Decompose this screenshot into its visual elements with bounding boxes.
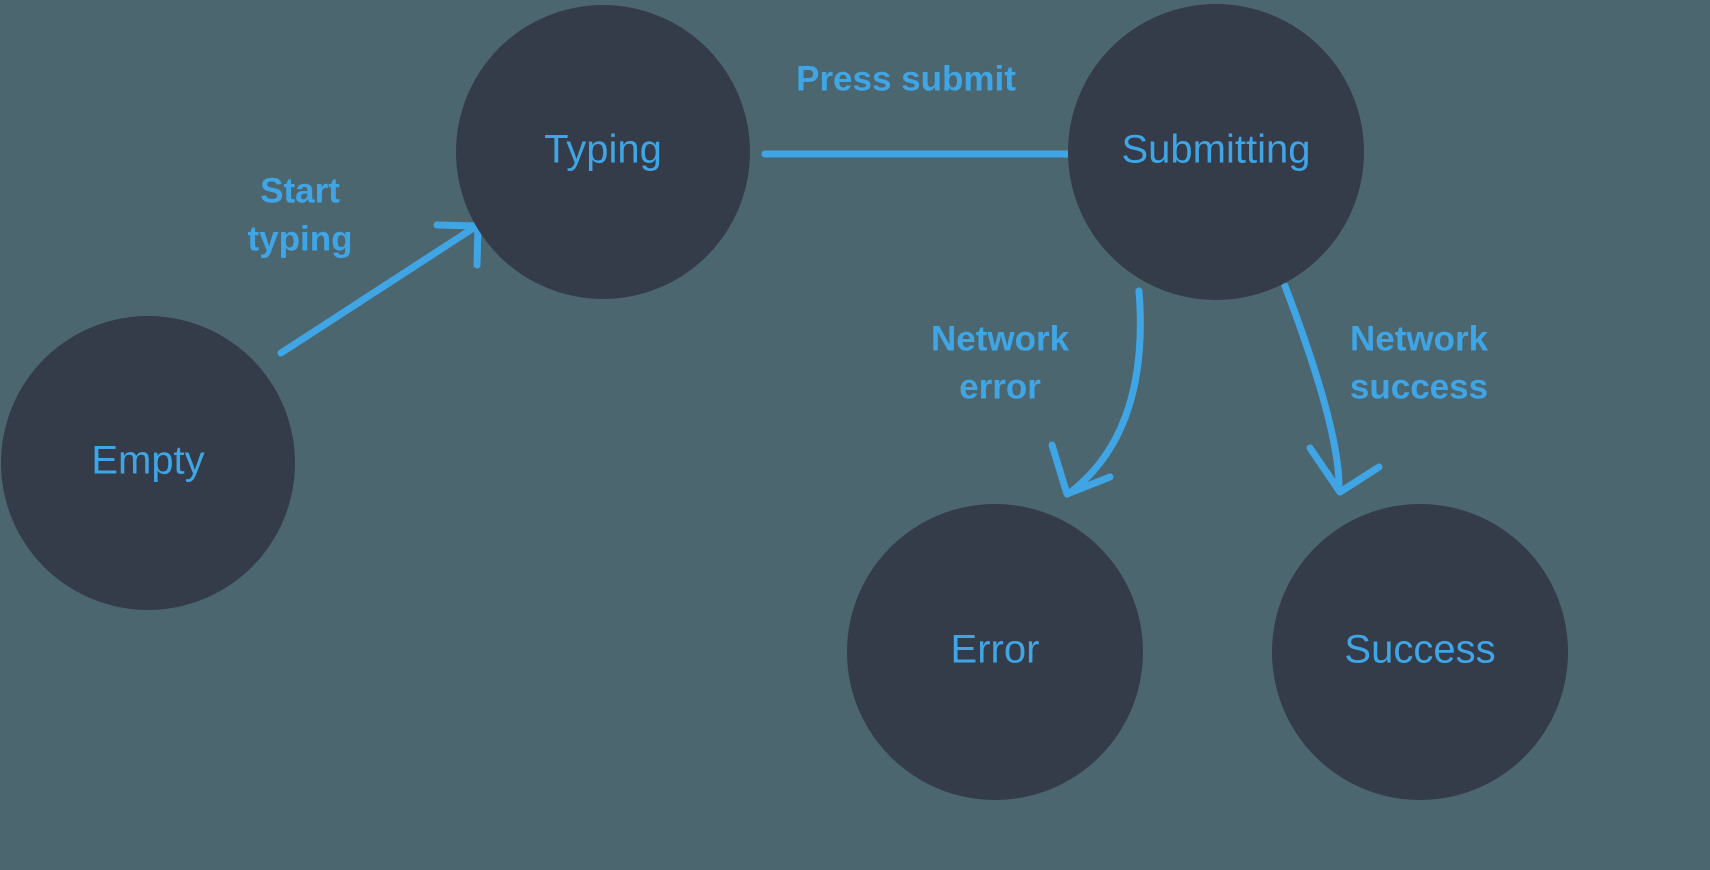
arrowhead-icon-network-success: [1306, 444, 1383, 496]
transition-network-error: [1048, 287, 1144, 498]
transition-label-start-typing-line-2: typing: [248, 219, 353, 258]
transition-line-network-success: [1281, 282, 1343, 493]
transition-line-start-typing: [277, 225, 476, 357]
transition-network-success: [1281, 282, 1383, 496]
state-node-empty[interactable]: Empty: [1, 316, 295, 610]
transition-label-start-typing-line-1: Start: [260, 171, 340, 210]
state-label-empty: Empty: [91, 439, 204, 483]
transition-label-network-error-line-2: error: [959, 367, 1041, 406]
transition-label-press-submit: Press submit: [796, 59, 1016, 98]
transition-label-network-success-line-1: Network: [1350, 319, 1489, 358]
state-circle-success[interactable]: [1272, 504, 1568, 800]
transitions-layer: [277, 117, 1383, 498]
state-circle-submitting[interactable]: [1068, 4, 1364, 300]
state-node-submitting[interactable]: Submitting: [1068, 4, 1364, 300]
state-node-error[interactable]: Error: [847, 504, 1143, 800]
state-node-typing[interactable]: Typing: [456, 5, 750, 299]
state-node-success[interactable]: Success: [1272, 504, 1568, 800]
state-label-success: Success: [1344, 628, 1495, 672]
state-circle-typing[interactable]: [456, 5, 750, 299]
transition-line-network-error: [1067, 287, 1144, 496]
arrowhead-icon-network-error: [1048, 441, 1114, 498]
state-circle-error[interactable]: [847, 504, 1143, 800]
state-circle-empty[interactable]: [1, 316, 295, 610]
state-label-typing: Typing: [544, 128, 662, 172]
state-label-submitting: Submitting: [1122, 128, 1311, 172]
state-label-error: Error: [951, 628, 1040, 672]
transition-label-network-error-line-1: Network: [931, 319, 1070, 358]
transition-label-network-success-line-2: success: [1350, 367, 1488, 406]
